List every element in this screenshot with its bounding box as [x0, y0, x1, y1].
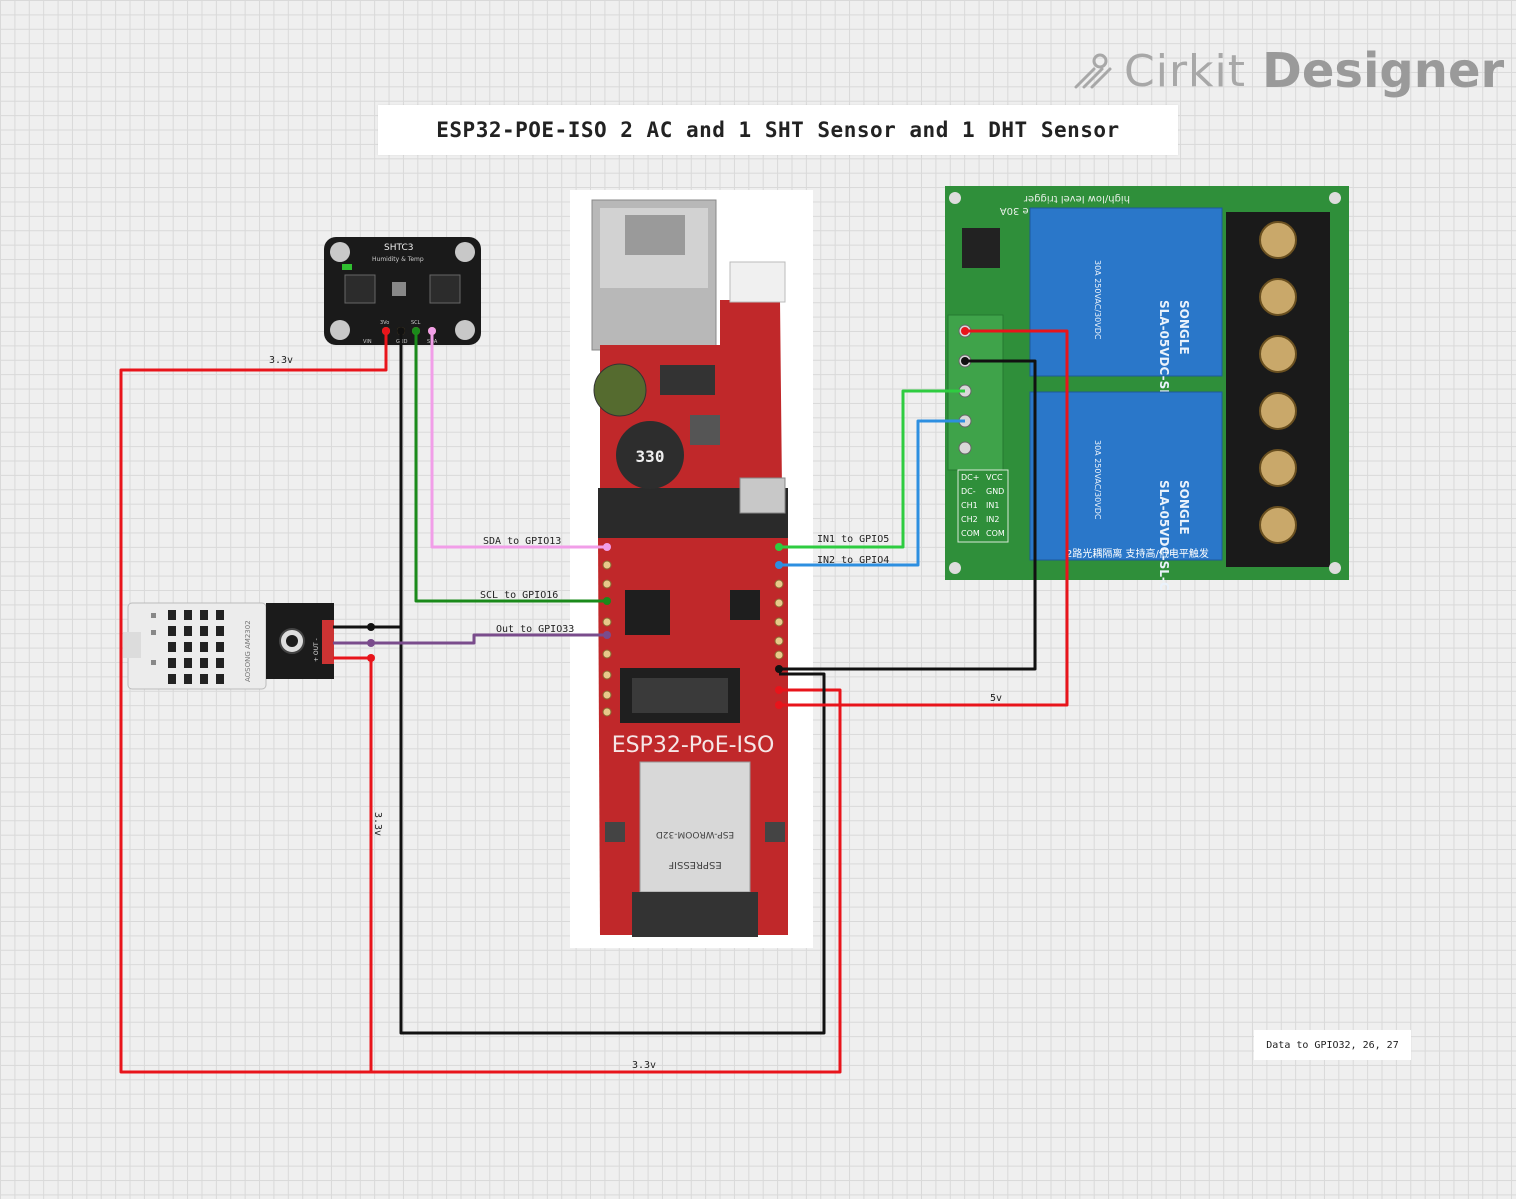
wire-in2[interactable] — [779, 419, 965, 567]
wire-dht-vcc[interactable] — [333, 656, 373, 1072]
label-3v3-top: 3.3v — [269, 355, 293, 366]
micro-usb-port — [739, 477, 786, 514]
relay-header: high/low level trigger — [1023, 193, 1130, 204]
inductor-label: 330 — [636, 447, 665, 466]
label-in1: IN1 to GPIO5 — [817, 534, 889, 545]
pin-label-ch2: CH2 — [961, 515, 978, 524]
wire-scl[interactable] — [414, 331, 607, 603]
dht-pin-labels: + OUT - — [313, 638, 320, 662]
esp32-silkscreen: ESP32-PoE-ISO — [612, 733, 775, 758]
jumper-header — [962, 228, 1000, 268]
relay-module[interactable]: high/low level trigger module 30A DC+ VC… — [945, 186, 1349, 591]
label-5v: 5v — [990, 693, 1002, 704]
label-out: Out to GPIO33 — [496, 624, 574, 635]
esp32-right-pins — [774, 579, 784, 660]
pin-label-dcp: DC+ — [961, 473, 979, 482]
brand-name-bold: Designer — [1262, 43, 1505, 99]
esp32-left-pins — [602, 560, 612, 717]
pin-label-table — [957, 469, 1009, 543]
shtc3-name: SHTC3 — [384, 243, 413, 253]
brand-name-light: Cirkit — [1124, 45, 1246, 97]
wire-endpoints — [367, 327, 969, 709]
relay-2-rating: 30A 250VAC/30VDC — [1093, 440, 1102, 520]
dht-grille — [168, 610, 224, 684]
relay-2: SLA-05VDC-SL-C SONGLE 30A 250VAC/30VDC — [1029, 391, 1223, 591]
note-text[interactable]: Data to GPIO32, 26, 27 — [1254, 1030, 1411, 1060]
but1-button — [605, 822, 625, 842]
module-label: ESP-WROOM-32D — [656, 829, 734, 839]
rst-button — [765, 822, 785, 842]
relay-2-brand: SONGLE — [1177, 480, 1191, 535]
pin-label-vcc: VCC — [986, 473, 1003, 482]
relay-bottom-text: 2路光耦隔离 支持高/低电平触发 — [1066, 547, 1209, 560]
wire-relay-5v[interactable] — [779, 329, 1069, 707]
pin-label-dcm: DC- — [961, 487, 976, 496]
wire-labels: SDA to GPIO13 SCL to GPIO16 Out to GPIO3… — [269, 355, 1002, 1071]
relay-1-model: SLA-05VDC-SL-C — [1157, 300, 1171, 411]
esp32-poe-iso-board[interactable]: 330 ESP32-PoE-ISO ESP-WROOM-32D ESPRESSI… — [570, 190, 813, 948]
relay-1: SLA-05VDC-SL-C SONGLE 30A 250VAC/30VDC — [1029, 207, 1223, 411]
brand-logo: Cirkit Designer — [1068, 40, 1504, 102]
wires — [119, 329, 1069, 1074]
relay-1-brand: SONGLE — [1177, 300, 1191, 355]
wire-relay-gnd[interactable] — [779, 359, 1037, 671]
dht-am2302-sensor[interactable]: AOSONG AM2302 + OUT - — [123, 602, 334, 690]
inductor — [616, 421, 684, 489]
relay-1-rating: 30A 250VAC/30VDC — [1093, 260, 1102, 340]
output-terminal-screws — [1259, 221, 1297, 544]
label-in2: IN2 to GPIO4 — [817, 555, 889, 566]
pin-label-com1: COM — [961, 529, 980, 538]
capacitor — [593, 363, 647, 417]
label-sda: SDA to GPIO13 — [483, 536, 561, 547]
shtc3-pin-vin: VIN — [363, 339, 372, 345]
wire-sda[interactable] — [430, 331, 607, 549]
wire-dht-out[interactable] — [333, 633, 607, 645]
pin-label-in2: IN2 — [986, 515, 999, 524]
wire-3v3-main[interactable] — [119, 331, 842, 1074]
shtc3-sensor[interactable]: SHTC3 Humidity & Temp VIN 3Vo GND SCL SD… — [324, 237, 481, 345]
module-brand: ESPRESSIF — [668, 859, 722, 870]
wire-in1[interactable] — [779, 389, 965, 549]
pin-label-com2: COM — [986, 529, 1005, 538]
ic-chip — [625, 590, 670, 635]
wire-gnd-main[interactable] — [399, 331, 826, 1035]
cirkit-logo-icon — [1074, 53, 1112, 89]
pin-label-ch1: CH1 — [961, 501, 978, 510]
label-3v3-bottom: 3.3v — [632, 1060, 656, 1071]
pin-label-gnd: GND — [986, 487, 1004, 496]
label-3v3-vertical: 3.3v — [372, 812, 383, 836]
esp-wroom-module — [639, 761, 751, 893]
dht-brand-text: AOSONG AM2302 — [244, 620, 252, 682]
relay-2-model: SLA-05VDC-SL-C — [1157, 480, 1171, 591]
shtc3-pin-scl: SCL — [411, 320, 421, 326]
pin-label-in1: IN1 — [986, 501, 999, 510]
diagram-title[interactable]: ESP32-POE-ISO 2 AC and 1 SHT Sensor and … — [378, 105, 1178, 155]
label-scl: SCL to GPIO16 — [480, 590, 558, 601]
shtc3-subtitle: Humidity & Temp — [372, 256, 424, 263]
shtc3-pin-3vo: 3Vo — [380, 320, 389, 326]
